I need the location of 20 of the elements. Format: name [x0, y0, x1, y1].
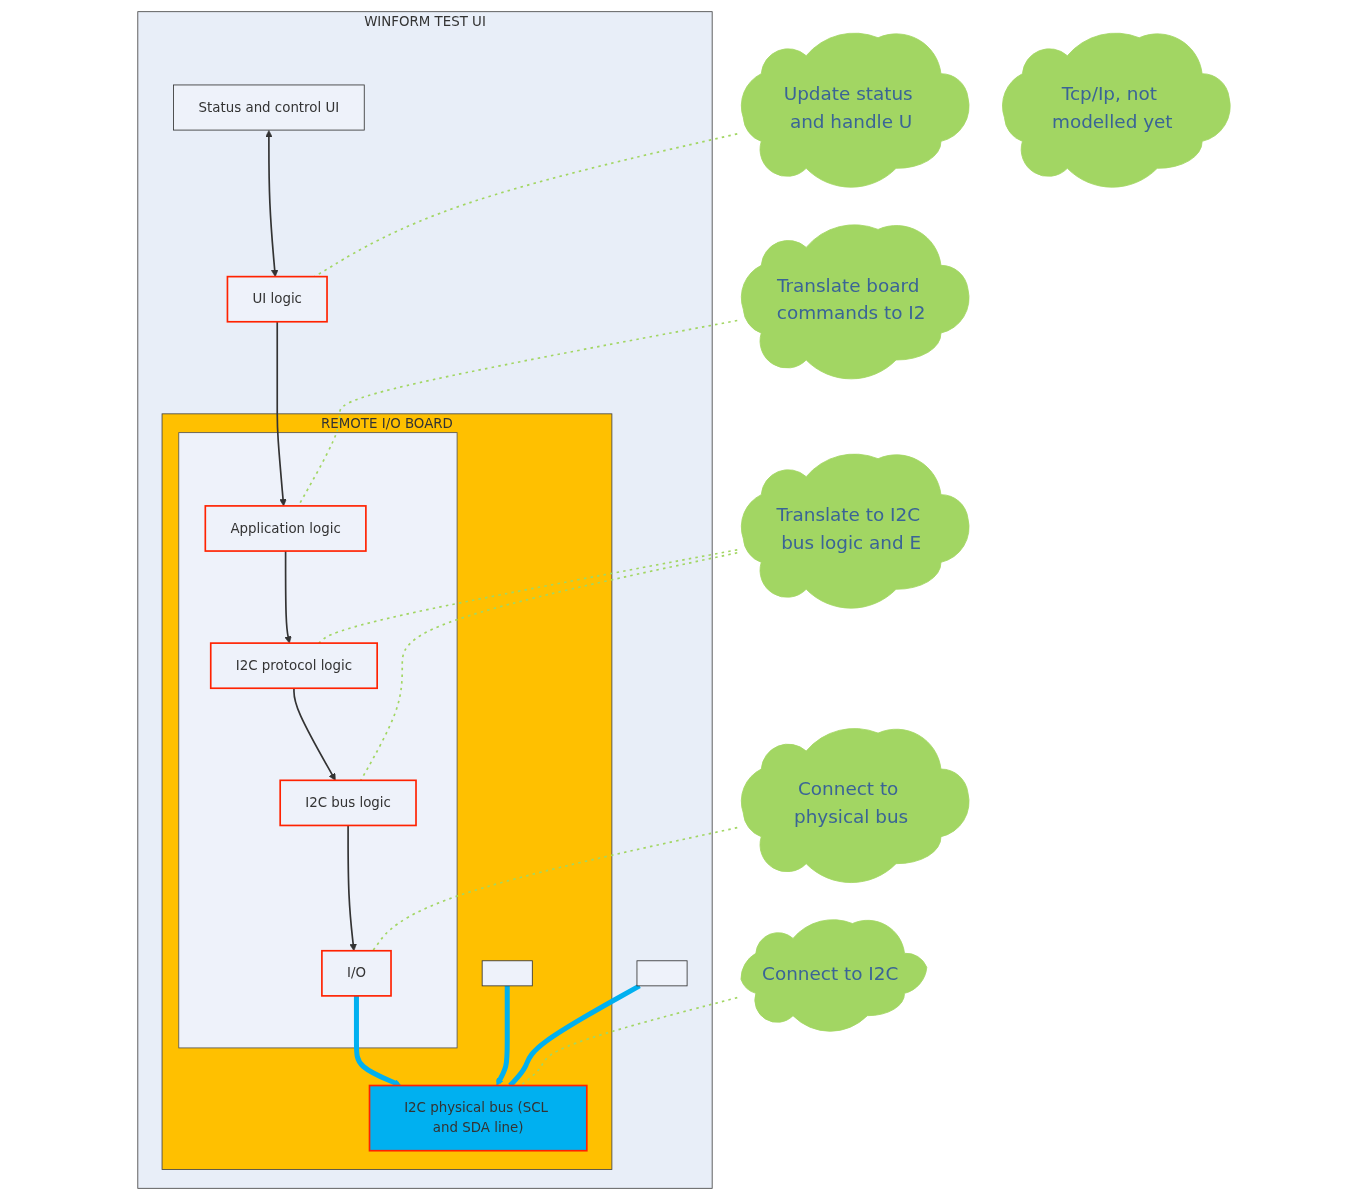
arrow [496, 985, 510, 1086]
arrow [293, 686, 336, 781]
node-box: Status and control UI [173, 84, 365, 130]
node-box: UI logic [226, 275, 328, 323]
connector [372, 826, 739, 952]
node-box: I/O [321, 949, 392, 997]
node-box [481, 959, 533, 986]
arrow [353, 995, 402, 1087]
node-box: I2C physical bus (SCL and SDA line) [368, 1084, 588, 1152]
node-box: I2C bus logic [279, 779, 417, 826]
arrow [284, 549, 292, 643]
arrow [347, 824, 357, 951]
node-box: I2C protocol logic [209, 641, 378, 689]
arrow [276, 320, 287, 506]
node-box: Application logic [204, 504, 367, 552]
arrow [265, 129, 279, 277]
connector [508, 983, 641, 1087]
node-box [636, 959, 688, 986]
connector [519, 996, 739, 1086]
cluster [178, 431, 458, 1048]
